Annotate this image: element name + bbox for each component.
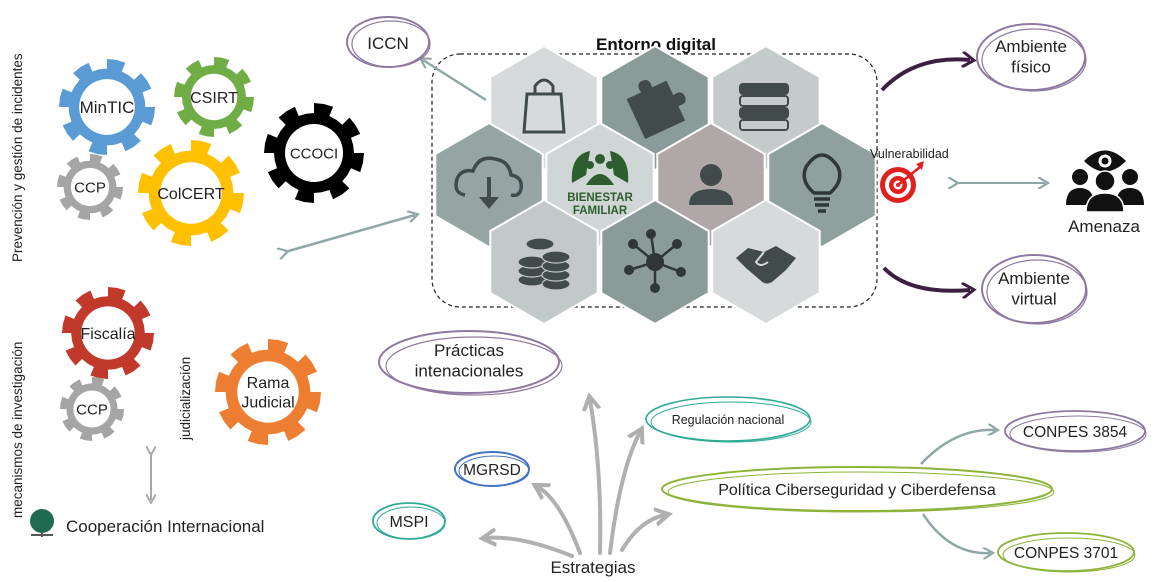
gear-label: Fiscalía xyxy=(80,326,135,343)
gear-ccoci: CCOCI xyxy=(264,103,364,203)
gear-label: CCP xyxy=(74,179,106,196)
handshake-icon xyxy=(736,246,796,284)
bienestar-text-2: FAMILIAR xyxy=(573,205,628,217)
hexagon-coins xyxy=(489,198,599,326)
arrow-to-ambiente-fisico xyxy=(880,59,970,92)
hexagon-network xyxy=(600,198,710,326)
oval-conpes3854-label: CONPES 3854 xyxy=(1023,424,1128,441)
shopping-bag-icon xyxy=(522,78,566,134)
vertical-label-judicial: judicialización xyxy=(178,357,193,441)
arrow-to-conpes3854 xyxy=(920,430,995,465)
gear-colcert: ColCERT xyxy=(138,140,244,246)
estrategias-label: Estrategias xyxy=(550,558,635,577)
gear-ccp-investigation: CCP xyxy=(60,377,124,441)
bienestar-text-1: BIENESTAR xyxy=(567,192,633,204)
hexagon-handshake xyxy=(711,198,821,326)
lightbulb-icon xyxy=(802,153,842,213)
gear-fiscalia: Fiscalía xyxy=(62,287,154,379)
vertical-label-investigation: mecanismos de investigación xyxy=(10,342,25,518)
gear-label: MinTIC xyxy=(80,98,135,117)
oval-mspi-label: MSPI xyxy=(389,514,428,531)
oval-conpes3701: CONPES 3701 xyxy=(997,532,1136,573)
environment-title: Entorno digital xyxy=(596,35,716,54)
gear-label: ColCERT xyxy=(157,186,225,203)
cooperacion-label: Cooperación Internacional xyxy=(66,517,264,536)
threat-group-icon xyxy=(1066,150,1144,213)
user-icon xyxy=(689,164,733,205)
gear-ccp-prevention: CCP xyxy=(57,154,123,220)
globe-icon xyxy=(30,509,54,537)
vertical-label-prevention: Prevención y gestión de incidentes xyxy=(10,53,25,262)
gear-label: CCP xyxy=(76,401,108,418)
amenaza-label: Amenaza xyxy=(1068,217,1140,236)
books-icon xyxy=(739,83,789,131)
arrow-to-conpes3701 xyxy=(921,513,990,553)
puzzle-icon xyxy=(626,79,686,140)
strategy-arrows xyxy=(486,400,665,558)
iccn-arrow xyxy=(423,60,487,102)
target-icon xyxy=(880,161,924,203)
oval-iccn-label: ICCN xyxy=(367,34,409,53)
oval-politica-label: Política Ciberseguridad y Ciberdefensa xyxy=(718,482,996,499)
network-icon xyxy=(624,229,686,293)
oval-mgrsd-label: MGRSD xyxy=(463,462,521,479)
oval-mspi: MSPI xyxy=(372,502,446,540)
oval-regulacion-label: Regulación nacional xyxy=(672,413,785,427)
arrow-to-ambiente-virtual xyxy=(882,266,970,291)
oval-conpes3701-label: CONPES 3701 xyxy=(1014,545,1118,562)
oval-politica: Política Ciberseguridad y Ciberdefensa xyxy=(661,466,1055,513)
cloud-download-icon xyxy=(454,156,524,209)
coins-icon xyxy=(517,237,571,291)
oval-regulacion: Regulación nacional xyxy=(645,396,812,443)
oval-iccn: ICCN xyxy=(346,16,431,68)
gear-label: CSIRT xyxy=(190,90,238,107)
gear-label: CCOCI xyxy=(290,145,338,162)
gears-to-environment-arrow xyxy=(285,215,415,252)
vulnerabilidad-label: Vulnerabilidad xyxy=(870,147,949,161)
oval-conpes3854: CONPES 3854 xyxy=(1004,410,1147,453)
gear-csirt: CSIRT xyxy=(174,57,254,137)
oval-mgrsd: MGRSD xyxy=(454,451,530,487)
gear-mintic: MinTIC xyxy=(59,59,155,155)
